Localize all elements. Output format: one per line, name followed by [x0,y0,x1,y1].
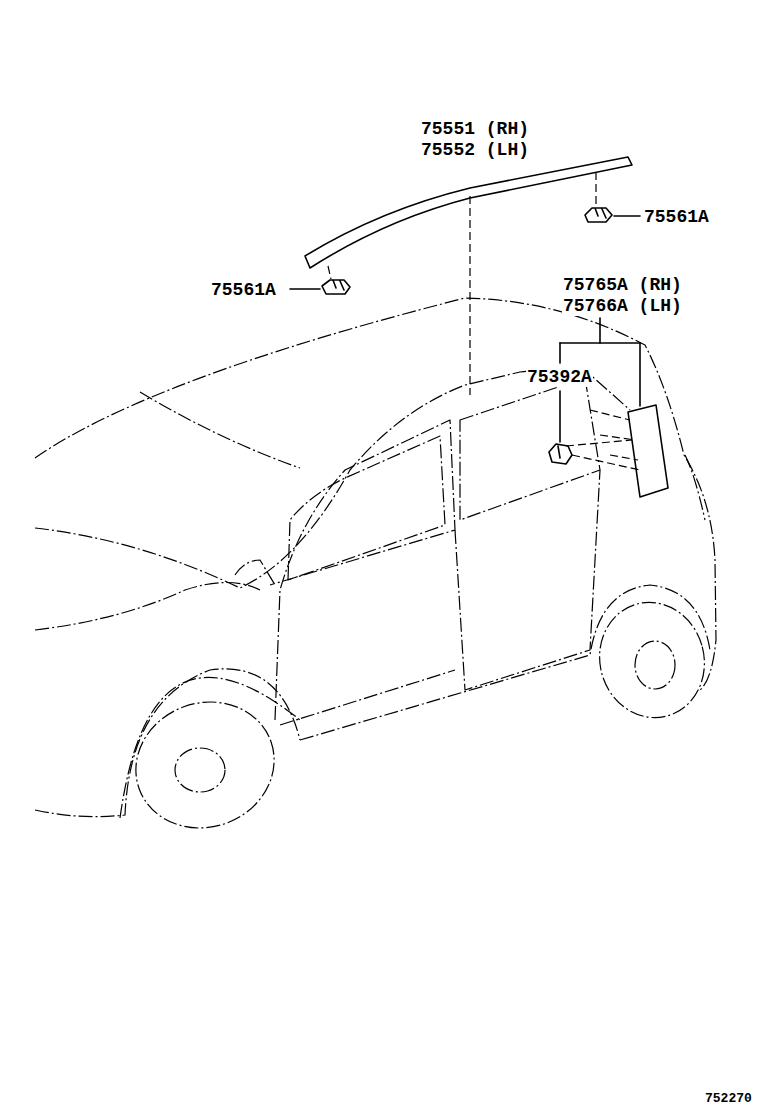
part-number: 75561A [643,207,710,227]
part-number: 75552 (LH) [420,140,530,160]
part-number: 75392A [526,367,593,387]
figure-number: 752270 [704,1091,753,1106]
part-number: 75766A (LH) [562,296,683,316]
clip [549,444,572,464]
clip [322,280,350,294]
garnish-strip [628,405,668,497]
part-number: 75551 (RH) [420,119,530,139]
roof-molding [305,157,632,268]
part-number: 75561A [210,280,277,300]
part-number: 75765A (RH) [562,275,683,295]
clip [585,208,612,222]
